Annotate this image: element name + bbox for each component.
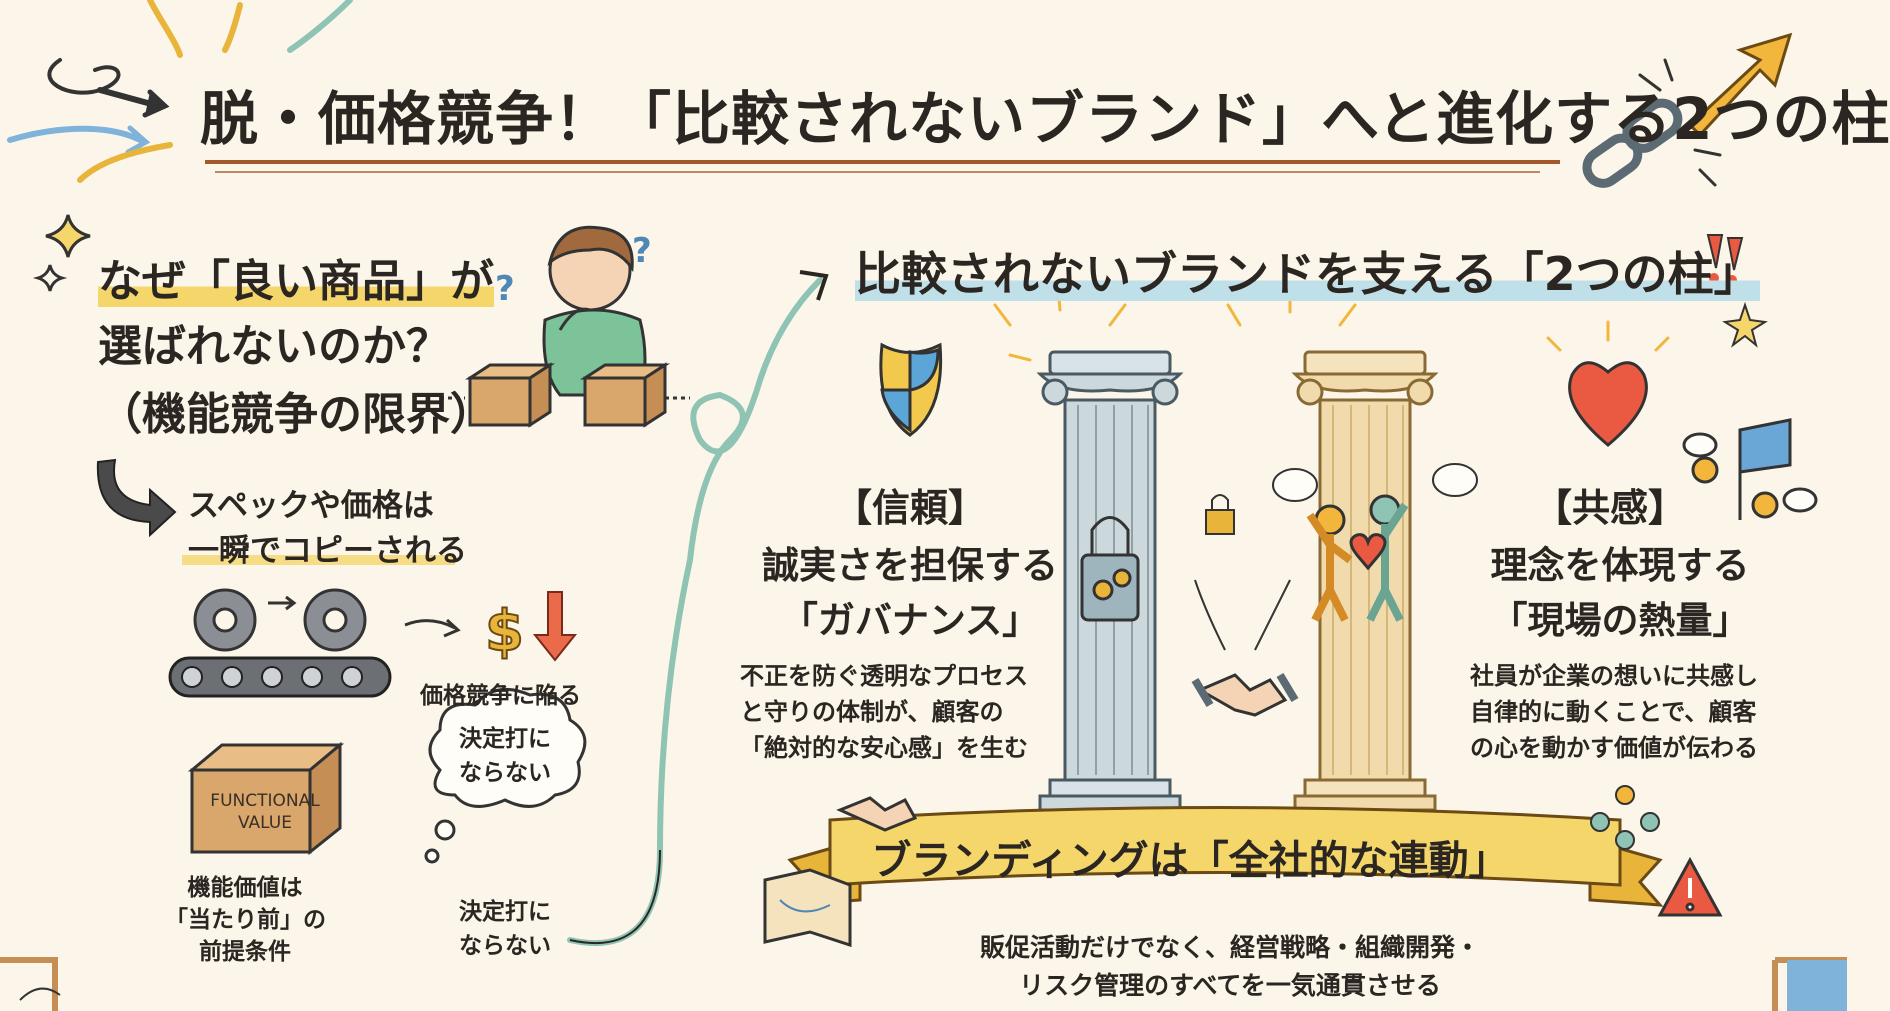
broken-chain-icon — [1582, 98, 1683, 188]
pillars-title-text: 比較されないブランドを支える「2つの柱」 — [855, 247, 1760, 301]
svg-text:?: ? — [632, 231, 652, 271]
map-icon — [763, 868, 852, 948]
question-line-3: （機能競争の限界） — [98, 389, 494, 440]
trust-body: 不正を防ぐ透明なプロセス と守りの体制が、顧客の 「絶対的な安心感」を生む — [740, 658, 1028, 766]
price-war-label: 価格競争に陥る — [420, 683, 581, 709]
empathy-heading: 【共感】 — [1533, 486, 1686, 530]
cloud-text-line-1: 決定打に — [459, 726, 551, 752]
empathy-body-line-1: 社員が企業の想いに共感し — [1470, 662, 1758, 690]
small-lock-icon — [1205, 494, 1235, 535]
empathy-body: 社員が企業の想いに共感し 自律的に動くことで、顧客 の心を動かす価値が伝わる — [1470, 658, 1758, 766]
page-title: 脱・価格競争！「比較されないブランド」へと進化する2つの柱 — [200, 85, 1890, 153]
question-line-1: なぜ「良い商品」が — [98, 245, 494, 309]
swirl-arrows-icon — [7, 0, 353, 183]
warning-icon — [1657, 856, 1723, 917]
team-icon — [1590, 785, 1660, 850]
functional-value-box-icon — [187, 741, 345, 856]
illustration-layer: ? ? $ — [0, 0, 1847, 1011]
functional-note-line-3: 前提条件 — [199, 939, 291, 965]
heart-icon — [1568, 361, 1648, 447]
trust-body-line-3: 「絶対的な安心感」を生む — [740, 734, 1028, 762]
padlock-icon — [1080, 516, 1140, 622]
cheering-people-icon — [1306, 494, 1409, 622]
handshake-small-icon — [836, 796, 918, 832]
empathy-sub-2: 「現場の熱量」 — [1490, 599, 1750, 642]
box-label-line-2: VALUE — [238, 813, 292, 833]
speech-bubble-icon — [1272, 463, 1478, 502]
second-note-line-1: 決定打に — [459, 899, 551, 925]
trust-heading: 【信頼】 — [833, 486, 986, 530]
gear-conveyor-icon — [168, 588, 392, 698]
question-line-2: 選ばれないのか？ — [98, 321, 450, 372]
cardboard-box-icon — [440, 362, 690, 428]
question-line-1-text: なぜ「良い商品」が — [98, 256, 494, 307]
empathy-body-line-3: の心を動かす価値が伝わる — [1470, 734, 1758, 762]
functional-note: 機能価値は 「当たり前」の 前提条件 — [165, 872, 326, 968]
shield-icon — [879, 342, 943, 437]
spec-line-2: 一瞬でコピーされる — [188, 533, 467, 569]
trust-pillar — [1036, 350, 1184, 812]
trust-sub-1: 誠実さを担保する — [762, 544, 1058, 587]
functional-note-line-1: 機能価値は — [187, 875, 303, 901]
second-note-line-2: ならない — [459, 933, 551, 959]
empathy-body-line-2: 自律的に動くことで、顧客 — [1470, 698, 1757, 726]
cloud-text-line-2: ならない — [459, 760, 551, 786]
thought-cloud — [424, 687, 587, 864]
price-drop-icon: $ — [484, 591, 578, 665]
empathy-pillar — [1291, 350, 1439, 812]
sparkle-icon — [32, 214, 91, 292]
box-label-line-1: FUNCTIONAL — [210, 791, 320, 811]
footer-line-1: 販促活動だけでなく、経営戦略・組織開発・ — [979, 933, 1480, 962]
trust-sub-2: 「ガバナンス」 — [780, 599, 1040, 642]
trust-body-line-2: と守りの体制が、顧客の — [740, 698, 1004, 726]
bend-arrow-icon — [96, 458, 177, 538]
handshake-icon — [1191, 672, 1299, 717]
pillars-title: 比較されないブランドを支える「2つの柱」 — [855, 238, 1760, 304]
svg-text:$: $ — [485, 599, 524, 664]
footer-line-2: リスク管理のすべてを一気通貫させる — [1019, 971, 1441, 1000]
svg-text:?: ? — [495, 269, 515, 309]
functional-value-box-label: FUNCTIONAL VALUE — [210, 790, 320, 834]
trust-body-line-1: 不正を防ぐ透明なプロセス — [740, 662, 1028, 690]
team-flag-icon — [1682, 418, 1818, 520]
second-note: 決定打に ならない — [440, 895, 570, 963]
empathy-sub-1: 理念を体現する — [1490, 544, 1750, 587]
spec-line-1: スペックや価格は — [188, 488, 434, 524]
banner-text: ブランディングは「全社的な連動」 — [871, 838, 1509, 884]
cloud-text: 決定打に ならない — [440, 722, 570, 790]
growth-arrow — [567, 277, 823, 947]
functional-note-line-2: 「当たり前」の — [165, 907, 326, 933]
rising-arrow-icon — [1687, 32, 1793, 138]
